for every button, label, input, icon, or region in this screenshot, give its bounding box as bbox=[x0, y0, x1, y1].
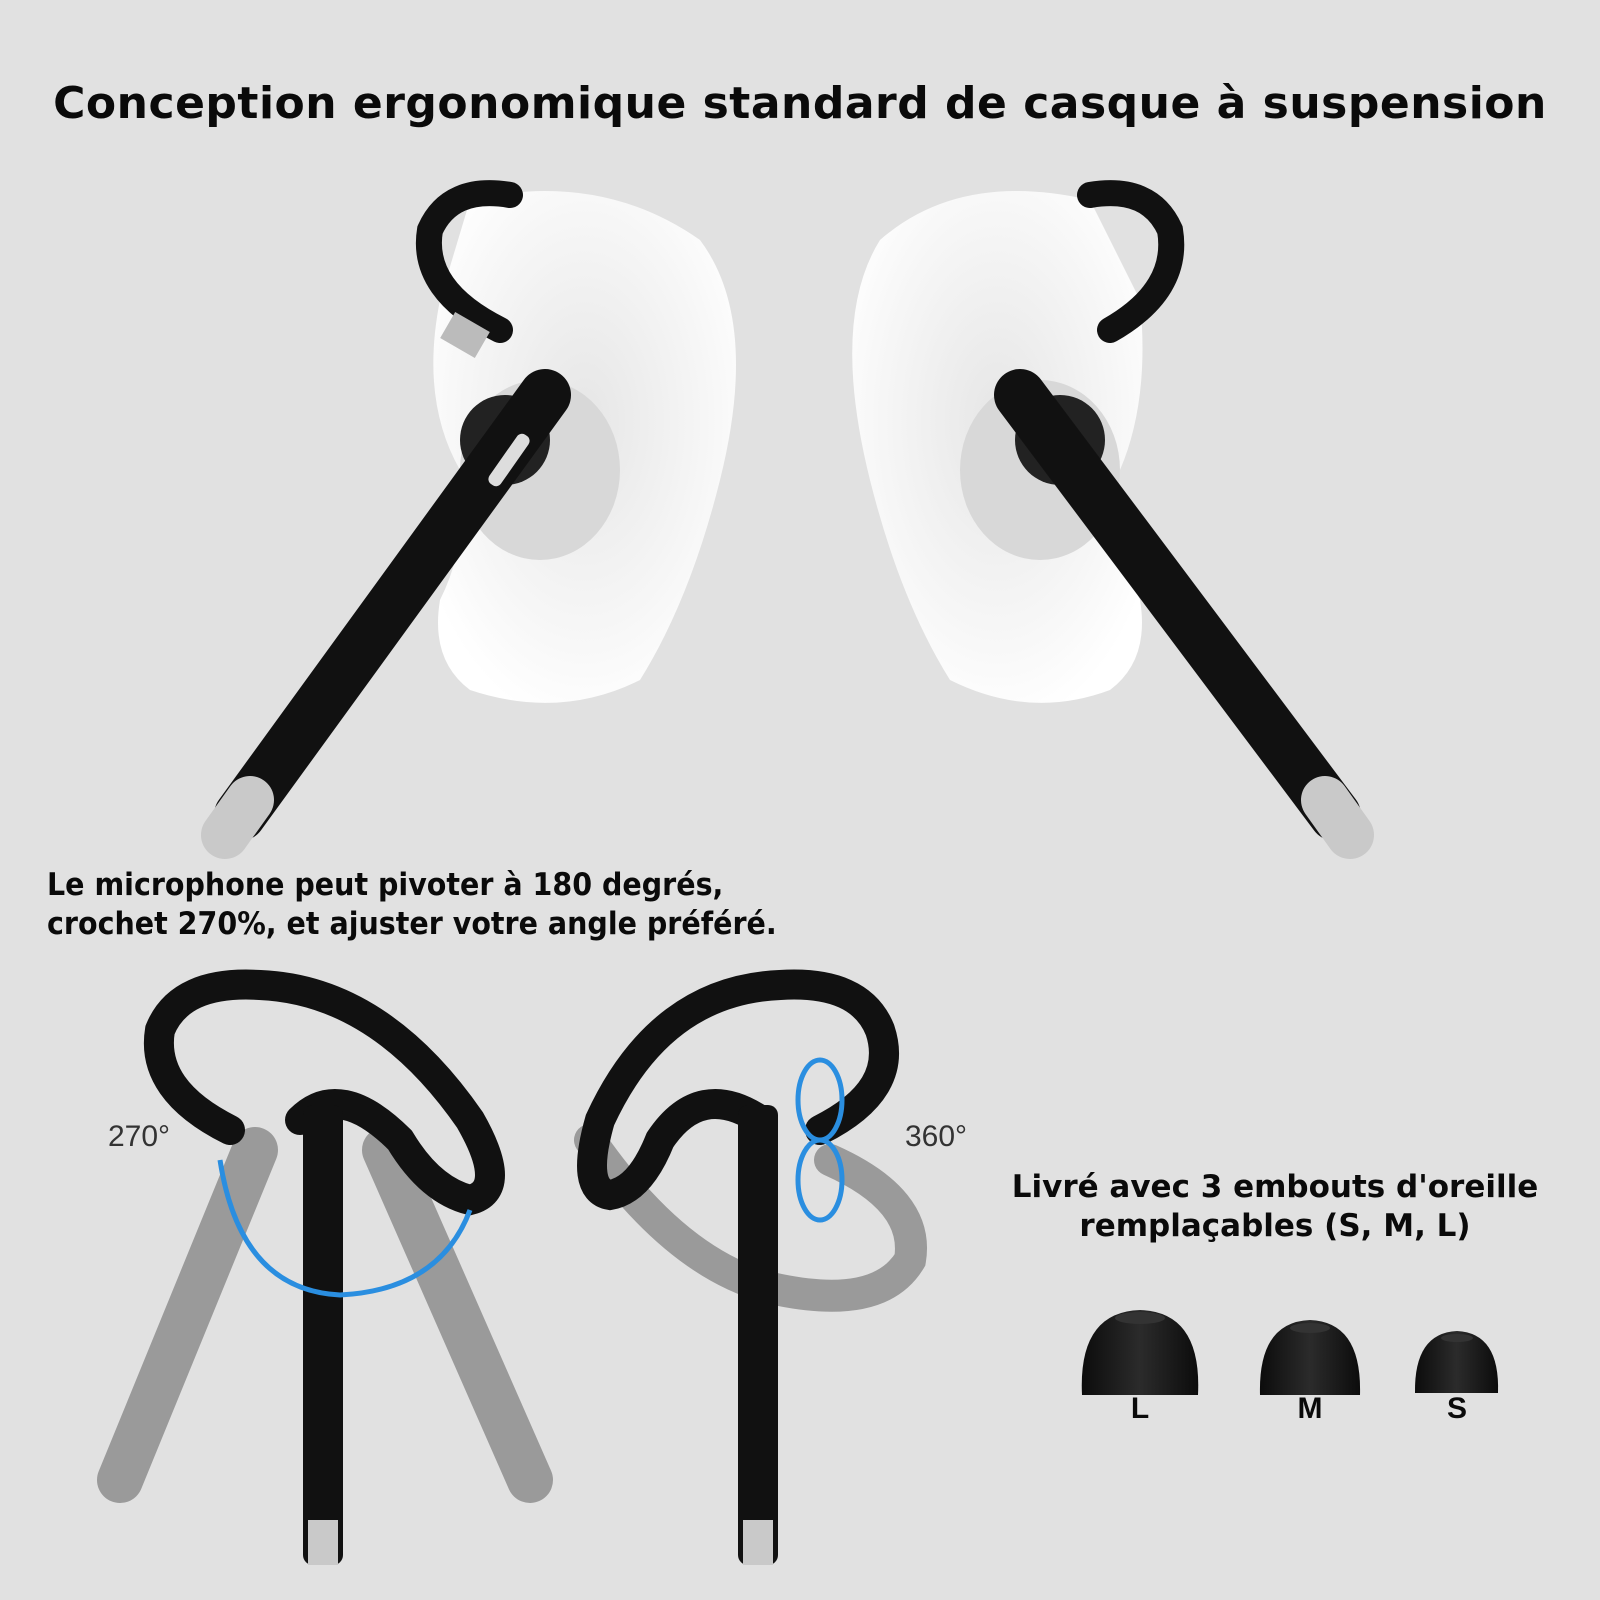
size-label-large: L bbox=[1130, 1392, 1150, 1425]
rotating-hook-headset-image bbox=[574, 969, 927, 1565]
rotation-arrow-icon bbox=[795, 1137, 845, 1223]
caption-line: Le microphone peut pivoter à 180 degrés, bbox=[47, 867, 724, 903]
caption-line: crochet 270%, et ajuster votre angle pré… bbox=[47, 906, 777, 942]
eartip-small bbox=[1414, 1331, 1499, 1393]
page-title: Conception ergonomique standard de casqu… bbox=[53, 78, 1547, 129]
caption-line: Livré avec 3 embouts d'oreille bbox=[1011, 1169, 1539, 1205]
rotating-mic-headset-image bbox=[97, 969, 553, 1565]
eartip-medium bbox=[1259, 1320, 1361, 1395]
angle-label-270: 270° bbox=[108, 1120, 171, 1153]
eartip-large bbox=[1081, 1310, 1199, 1395]
eartip-images bbox=[1081, 1310, 1499, 1395]
caption-line: remplaçables (S, M, L) bbox=[1079, 1208, 1471, 1244]
left-ear-headset-image bbox=[201, 180, 736, 859]
size-label-medium: M bbox=[1297, 1392, 1323, 1425]
angle-label-360: 360° bbox=[905, 1120, 968, 1153]
size-label-small: S bbox=[1446, 1392, 1467, 1425]
rotation-arrow-icon bbox=[217, 1159, 473, 1298]
mic-rotation-caption: Le microphone peut pivoter à 180 degrés,… bbox=[47, 866, 777, 944]
eartips-caption: Livré avec 3 embouts d'oreille remplaçab… bbox=[1010, 1168, 1540, 1246]
right-ear-headset-image bbox=[852, 180, 1374, 859]
